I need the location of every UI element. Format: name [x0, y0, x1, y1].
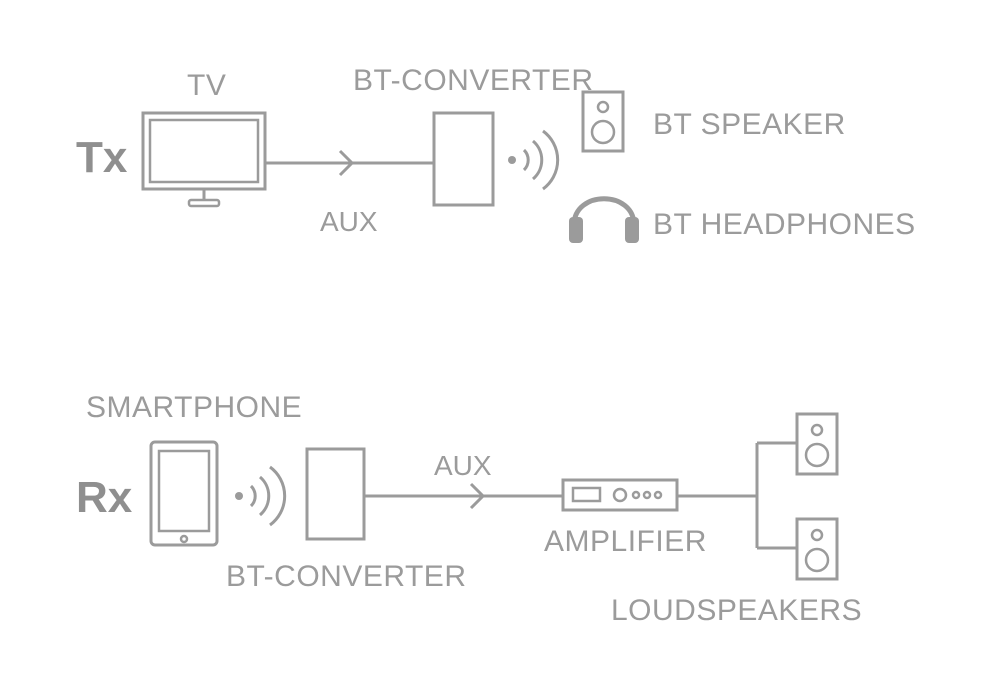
- smartphone-icon: [149, 440, 219, 547]
- headphones-icon: [569, 196, 639, 243]
- aux-cable: [265, 149, 434, 177]
- wireless-signal-icon: [235, 465, 287, 527]
- loudspeaker-icon: [795, 412, 839, 476]
- bt-speaker-label: BT SPEAKER: [653, 108, 846, 141]
- tx-mode-label: Tx: [76, 133, 128, 182]
- speaker-wiring: [677, 441, 797, 550]
- loudspeakers-label: LOUDSPEAKERS: [611, 594, 862, 627]
- tx-aux-label: AUX: [320, 206, 378, 237]
- smartphone-label: SMARTPHONE: [86, 391, 302, 424]
- tv-icon: [141, 111, 267, 208]
- bt-headphones-label: BT HEADPHONES: [653, 208, 916, 241]
- wireless-signal-icon: [508, 129, 560, 191]
- tx-section: Tx TV AUX BT-CONVERTER BT SPEAKER: [76, 64, 916, 243]
- rx-section: SMARTPHONE Rx BT-CONVERTER AUX: [76, 391, 862, 627]
- rx-mode-label: Rx: [76, 473, 133, 522]
- speaker-icon: [581, 90, 625, 153]
- tv-label: TV: [187, 69, 226, 102]
- bt-converter-icon: [305, 447, 366, 541]
- amplifier-icon: [561, 478, 679, 512]
- rx-bt-converter-label: BT-CONVERTER: [226, 560, 466, 593]
- aux-cable: [364, 482, 563, 510]
- amplifier-label: AMPLIFIER: [544, 525, 707, 558]
- loudspeaker-icon: [795, 517, 839, 581]
- tx-bt-converter-label: BT-CONVERTER: [353, 64, 593, 97]
- bt-converter-icon: [432, 111, 495, 207]
- rx-aux-label: AUX: [434, 450, 492, 481]
